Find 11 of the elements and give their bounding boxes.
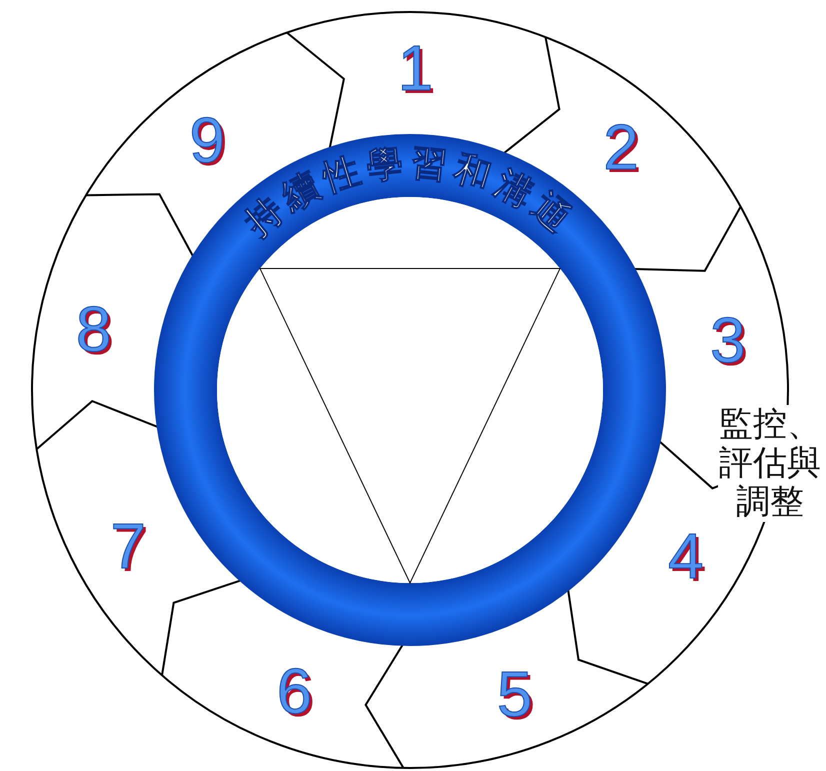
step-number: 6	[276, 658, 312, 723]
step-number: 2	[603, 114, 639, 179]
step-number: 1	[398, 36, 434, 100]
step-number: 4	[668, 524, 704, 588]
step-number: 9	[189, 108, 225, 172]
step-number: 5	[496, 662, 532, 726]
step-number: 3	[710, 308, 746, 372]
step-number: 8	[76, 296, 112, 361]
ring-title: 持續性學習和溝通	[238, 142, 582, 244]
step-number: 7	[110, 514, 146, 578]
step-caption: 監控、評估與調整	[718, 405, 822, 522]
